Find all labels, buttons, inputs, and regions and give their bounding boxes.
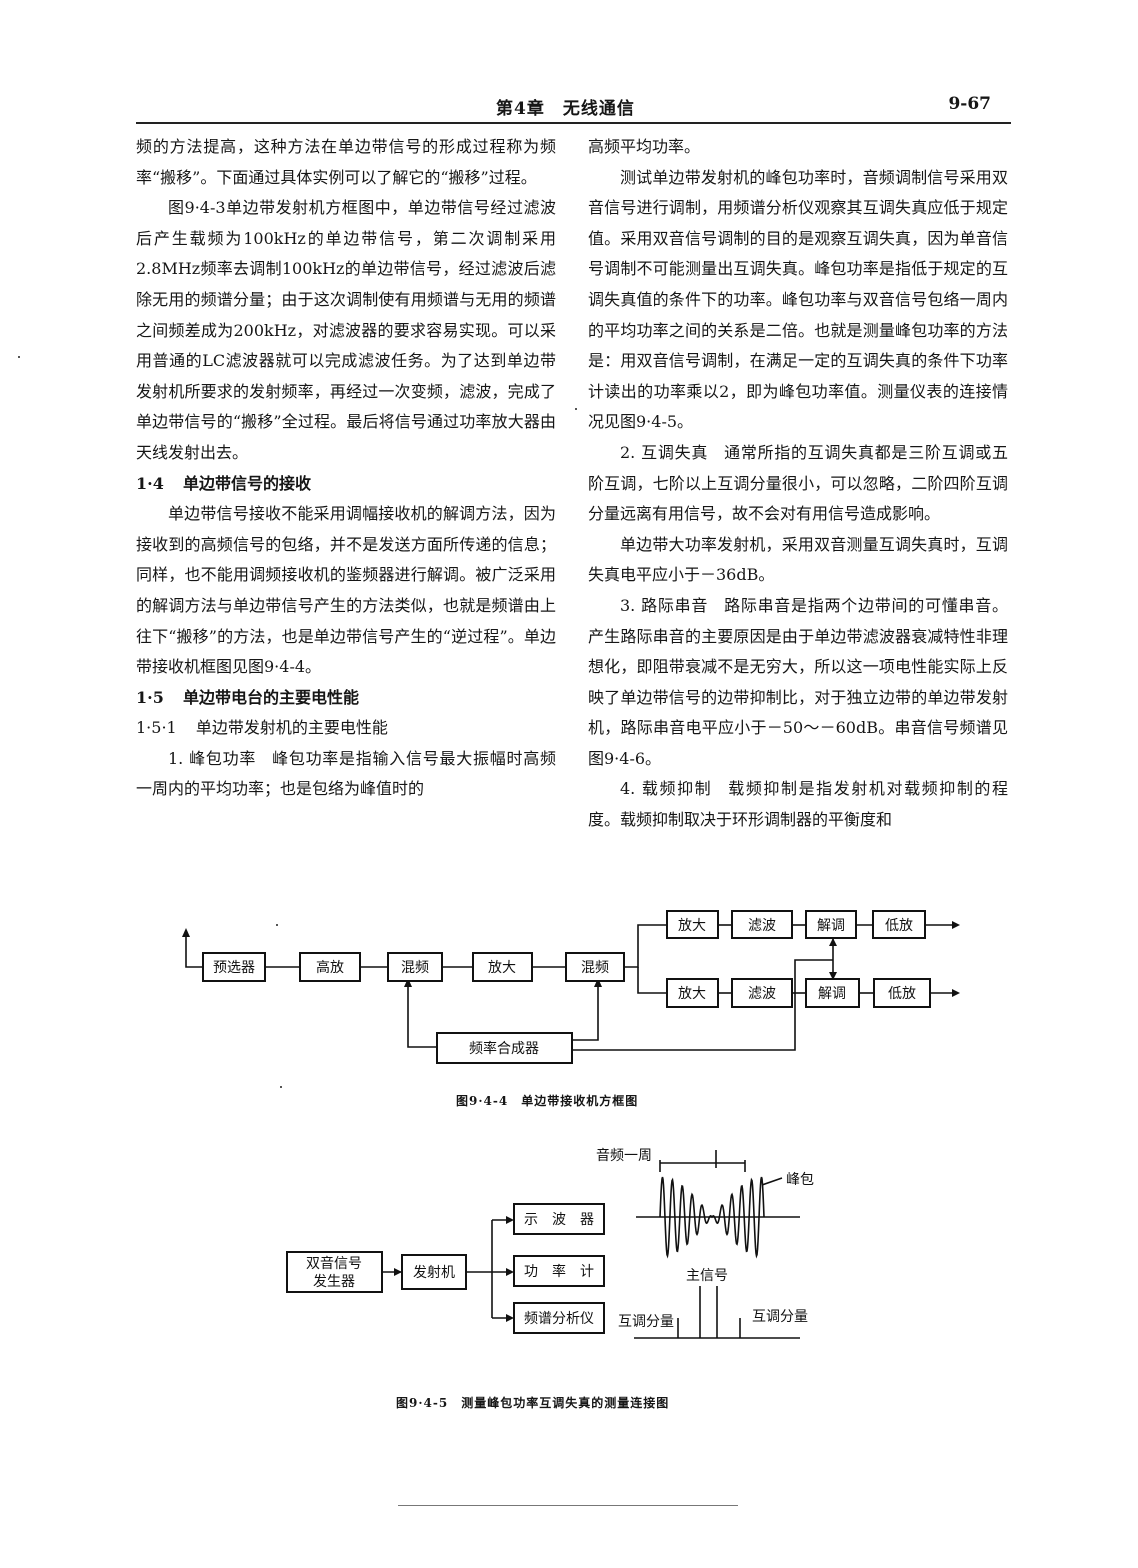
block-upper-amplifier: 放大 [678,918,706,934]
paragraph: 单边带大功率发射机，采用双音测量互调失真时，互调失真电平应小于－36dB。 [588,534,1008,585]
item-text: 峰包功率是指输入信号最大振幅时高频一周内的平均功率；也是包络为峰值时的 [136,748,556,799]
section-title: 单边带电台的主要电性能 [183,687,360,707]
label-im-right: 互调分量 [752,1309,808,1325]
paragraph-item-1: 1. 峰包功率峰包功率是指输入信号最大振幅时高频一周内的平均功率；也是包络为峰值… [136,744,556,805]
section-number: 1·4 [136,473,164,493]
item-title: 3. 路际串音 [620,595,709,615]
block-box [299,952,361,982]
page-header: 第4章 无线通信 9-67 [136,92,1011,124]
block-box [666,978,719,1008]
item-text: 通常所指的互调失真都是三阶互调或五阶互调，七阶以上互调分量很小，可以忽略，二阶四… [588,442,1008,524]
subsection-heading-1-5-1: 1·5·1 单边带发射机的主要电性能 [136,713,556,744]
page-number: 9-67 [948,94,991,114]
label-main-signal: 主信号 [686,1268,728,1284]
block-rf-amplifier: 高放 [316,959,344,976]
right-column: 高频平均功率。 测试单边带发射机的峰包功率时，音频调制信号采用双音信号进行调制，… [588,132,1008,836]
block-box [401,1254,467,1290]
section-heading-1-4: 1·4 单边带信号的接收 [136,469,556,500]
block-upper-demodulator: 解调 [817,918,845,934]
scan-speck [276,924,278,926]
subsection-title: 单边带发射机的主要电性能 [195,718,388,738]
paragraph: 高频平均功率。 [588,137,701,156]
paragraph-item-2: 2. 互调失真通常所指的互调失真都是三阶互调或五阶互调，七阶以上互调分量很小，可… [588,438,1008,530]
paragraph: 图9·4-3单边带发射机方框图中，单边带信号经过滤波后产生载频为100kHz的单… [136,198,556,462]
item-text: 载频抑制是指发射机对载频抑制的程度。载频抑制取决于环形调制器的平衡度和 [588,779,1008,830]
paragraph: 测试单边带发射机的峰包功率时，音频调制信号采用双音信号进行调制，用频谱分析仪观察… [588,167,1008,432]
block-box [286,1251,383,1293]
section-heading-1-5: 1·5 单边带电台的主要电性能 [136,683,556,714]
block-preselector: 预选器 [213,960,255,976]
label-im-left: 互调分量 [618,1314,674,1330]
block-box [513,1302,605,1334]
chapter-title: 第4章 无线通信 [496,99,635,119]
paragraph: 频的方法提高，这种方法在单边带信号的形成过程称为频率“搬移”。下面通过具体实例可… [136,137,556,187]
block-two-tone-generator-line2: 发生器 [313,1274,355,1290]
block-oscilloscope: 示 波 器 [524,1212,594,1228]
item-title: 2. 互调失真 [620,442,709,462]
receiver-block-diagram: 预选器 高放 混频 放大 混频 频率合成器 放大 滤波 解调 低放 放大 滤波 … [182,910,960,1064]
bottom-rule [398,1505,738,1506]
block-box [873,978,931,1008]
paragraph-item-4: 4. 载频抑制载频抑制是指发射机对载频抑制的程度。载频抑制取决于环形调制器的平衡… [588,774,1008,835]
measurement-connection-diagram: 双音信号 发生器 发射机 示 波 器 功 率 计 频谱分析仪 音频一周 峰包 主… [286,1147,814,1339]
figure-caption-9-4-4: 图9·4-4 单边带接收机方框图 [456,1094,639,1108]
two-tone-waveform [659,1176,765,1259]
block-lower-audio-amplifier: 低放 [888,986,916,1002]
paragraph: 单边带信号接收不能采用调幅接收机的解调方法，因为接收到的高频信号的包络，并不是发… [136,504,556,677]
block-lower-filter: 滤波 [748,986,776,1002]
block-upper-filter: 滤波 [748,918,776,934]
block-box [872,910,926,939]
block-upper-audio-amplifier: 低放 [885,918,913,934]
block-mixer-1: 混频 [401,960,429,976]
block-box [731,978,793,1008]
left-column: 频的方法提高，这种方法在单边带信号的形成过程称为频率“搬移”。下面通过具体实例可… [136,132,556,805]
block-mixer-2: 混频 [581,960,609,976]
block-transmitter: 发射机 [413,1265,455,1281]
scan-speck [280,1086,282,1088]
block-box [565,952,625,982]
block-box [472,952,533,982]
block-box [805,978,860,1008]
block-box [513,1255,605,1287]
scan-speck [18,356,20,358]
item-text: 路际串音是指两个边带间的可懂串音。产生路际串音的主要原因是由于单边带滤波器衰减特… [588,595,1008,768]
block-box [202,952,266,982]
item-title: 4. 载频抑制 [620,779,713,799]
label-peak-envelope: 峰包 [786,1172,814,1188]
block-amplifier-1: 放大 [488,960,516,976]
block-box [805,910,857,939]
subsection-number: 1·5·1 [136,718,177,738]
paragraph-item-3: 3. 路际串音路际串音是指两个边带间的可懂串音。产生路际串音的主要原因是由于单边… [588,591,1008,775]
label-audio-cycle: 音频一周 [596,1147,652,1164]
block-box [387,952,443,982]
block-box [731,910,793,939]
item-title: 1. 峰包功率 [168,748,257,768]
block-lower-amplifier: 放大 [678,986,706,1002]
block-box [513,1203,605,1235]
block-two-tone-generator-line1: 双音信号 [306,1255,362,1272]
figure-caption-9-4-5: 图9·4-5 测量峰包功率互调失真的测量连接图 [396,1396,670,1410]
block-box [436,1032,573,1064]
block-spectrum-analyzer: 频谱分析仪 [524,1311,594,1327]
block-frequency-synthesizer: 频率合成器 [469,1040,539,1057]
section-number: 1·5 [136,687,164,707]
block-power-meter: 功 率 计 [524,1263,594,1280]
section-title: 单边带信号的接收 [183,473,312,493]
block-box [666,910,719,939]
block-lower-demodulator: 解调 [818,986,846,1002]
scan-speck [575,408,577,410]
